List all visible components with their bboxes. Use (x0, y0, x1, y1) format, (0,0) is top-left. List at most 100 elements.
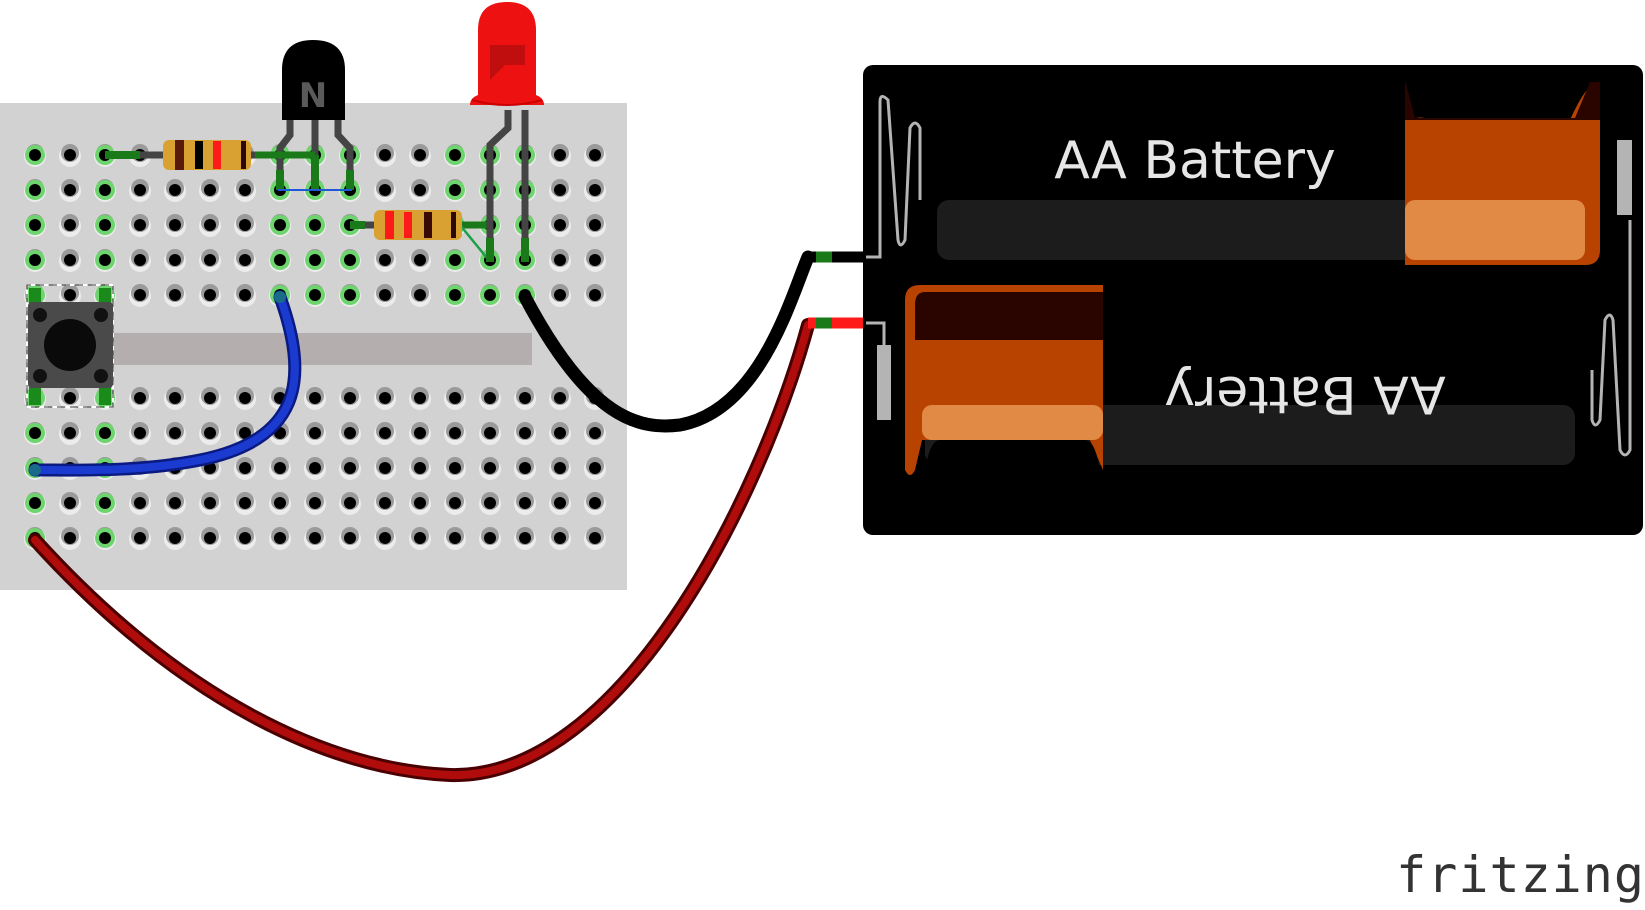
breadboard-hole[interactable] (444, 249, 466, 272)
breadboard-hole[interactable] (269, 492, 291, 515)
breadboard-hole[interactable] (339, 284, 361, 307)
breadboard-hole[interactable] (584, 422, 606, 445)
breadboard-hole[interactable] (164, 492, 186, 515)
breadboard-hole[interactable] (59, 284, 81, 307)
breadboard-hole[interactable] (164, 214, 186, 237)
resistor-r2[interactable] (350, 210, 490, 259)
breadboard-hole[interactable] (24, 249, 46, 272)
breadboard-hole[interactable] (374, 284, 396, 307)
breadboard-hole[interactable] (584, 249, 606, 272)
breadboard-hole[interactable] (374, 422, 396, 445)
breadboard-hole[interactable] (234, 527, 256, 550)
breadboard-hole[interactable] (409, 284, 431, 307)
breadboard-hole[interactable] (164, 527, 186, 550)
breadboard-hole[interactable] (304, 214, 326, 237)
breadboard-hole[interactable] (94, 179, 116, 202)
breadboard-hole[interactable] (129, 422, 151, 445)
breadboard-hole[interactable] (339, 422, 361, 445)
breadboard-hole[interactable] (199, 249, 221, 272)
breadboard-hole[interactable] (444, 387, 466, 410)
pushbutton-s1[interactable] (26, 284, 114, 408)
breadboard-hole[interactable] (409, 527, 431, 550)
breadboard-hole[interactable] (129, 387, 151, 410)
breadboard-hole[interactable] (129, 527, 151, 550)
breadboard-hole[interactable] (549, 492, 571, 515)
breadboard-hole[interactable] (199, 527, 221, 550)
breadboard-hole[interactable] (444, 422, 466, 445)
breadboard-hole[interactable] (129, 492, 151, 515)
breadboard-hole[interactable] (514, 527, 536, 550)
breadboard-hole[interactable] (584, 457, 606, 480)
breadboard-hole[interactable] (584, 144, 606, 167)
breadboard-hole[interactable] (164, 249, 186, 272)
breadboard-hole[interactable] (269, 249, 291, 272)
breadboard-hole[interactable] (199, 284, 221, 307)
breadboard-hole[interactable] (374, 144, 396, 167)
breadboard-hole[interactable] (24, 492, 46, 515)
breadboard-hole[interactable] (339, 527, 361, 550)
breadboard-hole[interactable] (199, 422, 221, 445)
breadboard-hole[interactable] (59, 214, 81, 237)
breadboard-hole[interactable] (304, 492, 326, 515)
breadboard-hole[interactable] (234, 492, 256, 515)
breadboard-hole[interactable] (549, 387, 571, 410)
breadboard-hole[interactable] (479, 387, 501, 410)
wire-blue[interactable] (28, 290, 302, 477)
breadboard-hole[interactable] (444, 284, 466, 307)
breadboard-hole[interactable] (339, 457, 361, 480)
breadboard-hole[interactable] (129, 249, 151, 272)
breadboard-hole[interactable] (94, 527, 116, 550)
breadboard-hole[interactable] (409, 457, 431, 480)
breadboard-hole[interactable] (199, 179, 221, 202)
breadboard-hole[interactable] (269, 457, 291, 480)
breadboard-hole[interactable] (584, 492, 606, 515)
breadboard-hole[interactable] (549, 527, 571, 550)
breadboard-hole[interactable] (24, 214, 46, 237)
breadboard-hole[interactable] (59, 422, 81, 445)
breadboard-hole[interactable] (59, 249, 81, 272)
breadboard-hole[interactable] (234, 249, 256, 272)
breadboard-hole[interactable] (374, 387, 396, 410)
breadboard-hole[interactable] (444, 527, 466, 550)
breadboard-hole[interactable] (199, 214, 221, 237)
breadboard-hole[interactable] (24, 179, 46, 202)
breadboard-hole[interactable] (339, 387, 361, 410)
breadboard-hole[interactable] (164, 284, 186, 307)
breadboard-hole[interactable] (409, 249, 431, 272)
breadboard-hole[interactable] (59, 179, 81, 202)
wire-black[interactable] (518, 250, 815, 433)
breadboard-hole[interactable] (94, 492, 116, 515)
breadboard-hole[interactable] (374, 527, 396, 550)
breadboard-hole[interactable] (479, 422, 501, 445)
breadboard-hole[interactable] (269, 527, 291, 550)
breadboard-hole[interactable] (24, 422, 46, 445)
breadboard-hole[interactable] (549, 249, 571, 272)
breadboard-hole[interactable] (584, 527, 606, 550)
led-d1[interactable] (470, 2, 544, 262)
breadboard-hole[interactable] (234, 179, 256, 202)
breadboard-hole[interactable] (59, 144, 81, 167)
breadboard-hole[interactable] (59, 527, 81, 550)
breadboard-hole[interactable] (374, 249, 396, 272)
breadboard-hole[interactable] (409, 387, 431, 410)
breadboard-hole[interactable] (514, 422, 536, 445)
breadboard-hole[interactable] (234, 457, 256, 480)
breadboard-hole[interactable] (584, 214, 606, 237)
breadboard-hole[interactable] (514, 387, 536, 410)
breadboard-hole[interactable] (444, 179, 466, 202)
breadboard-hole[interactable] (374, 179, 396, 202)
breadboard-hole[interactable] (164, 387, 186, 410)
breadboard-hole[interactable] (409, 492, 431, 515)
breadboard-hole[interactable] (479, 527, 501, 550)
breadboard-hole[interactable] (409, 179, 431, 202)
breadboard-hole[interactable] (549, 284, 571, 307)
breadboard-hole[interactable] (479, 284, 501, 307)
breadboard-hole[interactable] (444, 457, 466, 480)
breadboard-hole[interactable] (234, 387, 256, 410)
breadboard-hole[interactable] (199, 492, 221, 515)
breadboard-hole[interactable] (59, 492, 81, 515)
breadboard-hole[interactable] (129, 284, 151, 307)
breadboard-hole[interactable] (304, 249, 326, 272)
breadboard-hole[interactable] (304, 422, 326, 445)
breadboard-hole[interactable] (549, 422, 571, 445)
